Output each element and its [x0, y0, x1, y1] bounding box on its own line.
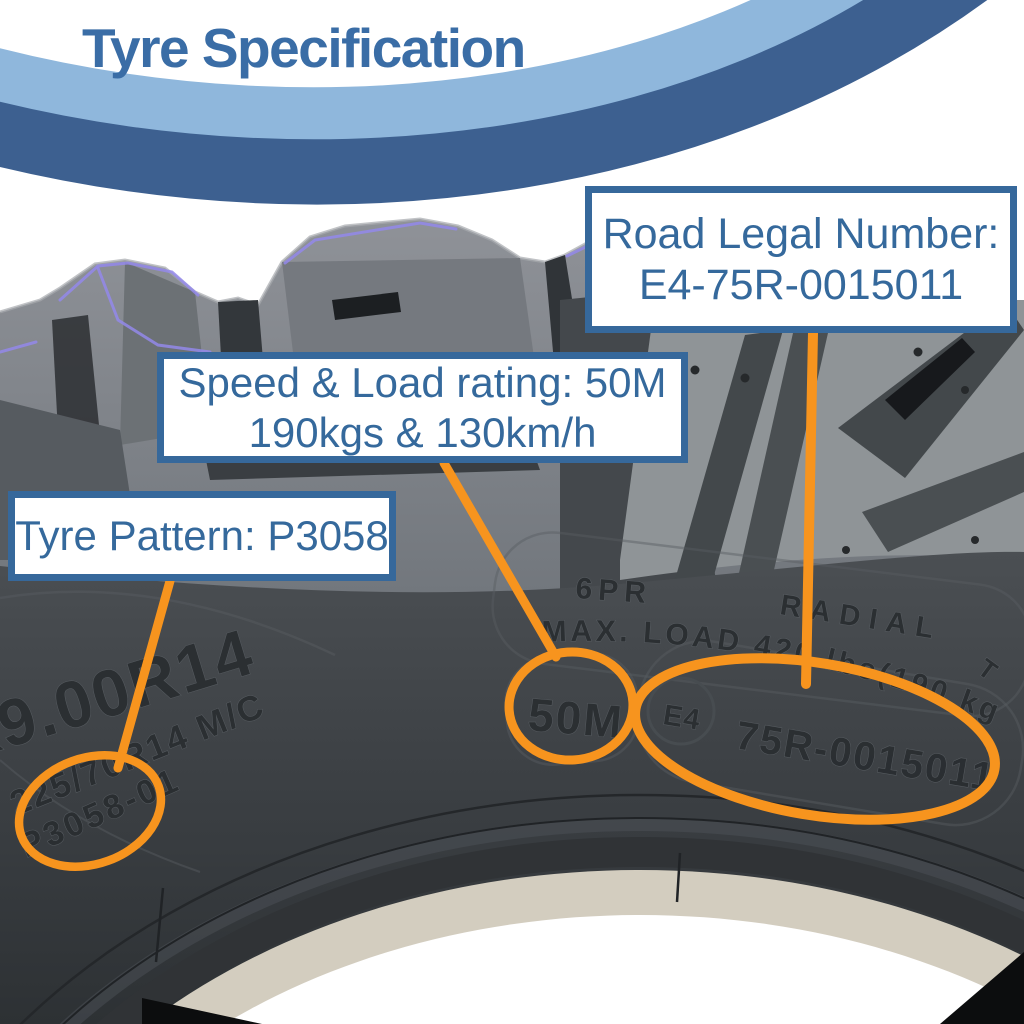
callout-tyre-pattern: Tyre Pattern: P3058: [8, 491, 396, 581]
speed-load-label: Speed & Load rating: 50M: [178, 358, 667, 406]
road-legal-label: Road Legal Number:: [602, 209, 1000, 258]
callout-road-legal-number: Road Legal Number: E4-75R-0015011: [585, 186, 1017, 333]
annotations: [14, 328, 1000, 871]
highlight-ellipse-road-legal: [630, 653, 1000, 825]
page-title: Tyre Specification: [82, 17, 526, 79]
swoosh-dark-band: [0, 0, 988, 205]
tyre-pattern-label: Tyre Pattern: P3058: [15, 512, 389, 560]
road-legal-value: E4-75R-0015011: [638, 260, 964, 309]
connector-speed-line: [439, 458, 561, 662]
header-swoosh: [0, 0, 988, 205]
callout-speed-load-rating: Speed & Load rating: 50M 190kgs & 130km/…: [157, 352, 688, 463]
shadow-wedge-right: [940, 952, 1024, 1024]
speed-load-value: 190kgs & 130km/h: [248, 408, 597, 456]
highlight-ellipse-pattern: [14, 751, 166, 871]
marking-ply-rating: 6PR: [575, 572, 653, 610]
swoosh-light-band: [0, 0, 863, 140]
e-mark-circle: [646, 676, 716, 746]
connector-pattern-line: [113, 576, 175, 773]
shadow-wedge-left: [142, 998, 262, 1024]
connector-road-legal-line: [801, 328, 818, 689]
marking-e-mark: E4: [661, 699, 703, 736]
shoulder-region: [620, 300, 1024, 625]
bead-area: [19, 793, 1024, 1024]
marking-speed-load-code: 50M: [526, 688, 626, 748]
rim-opening: [224, 915, 1024, 1024]
